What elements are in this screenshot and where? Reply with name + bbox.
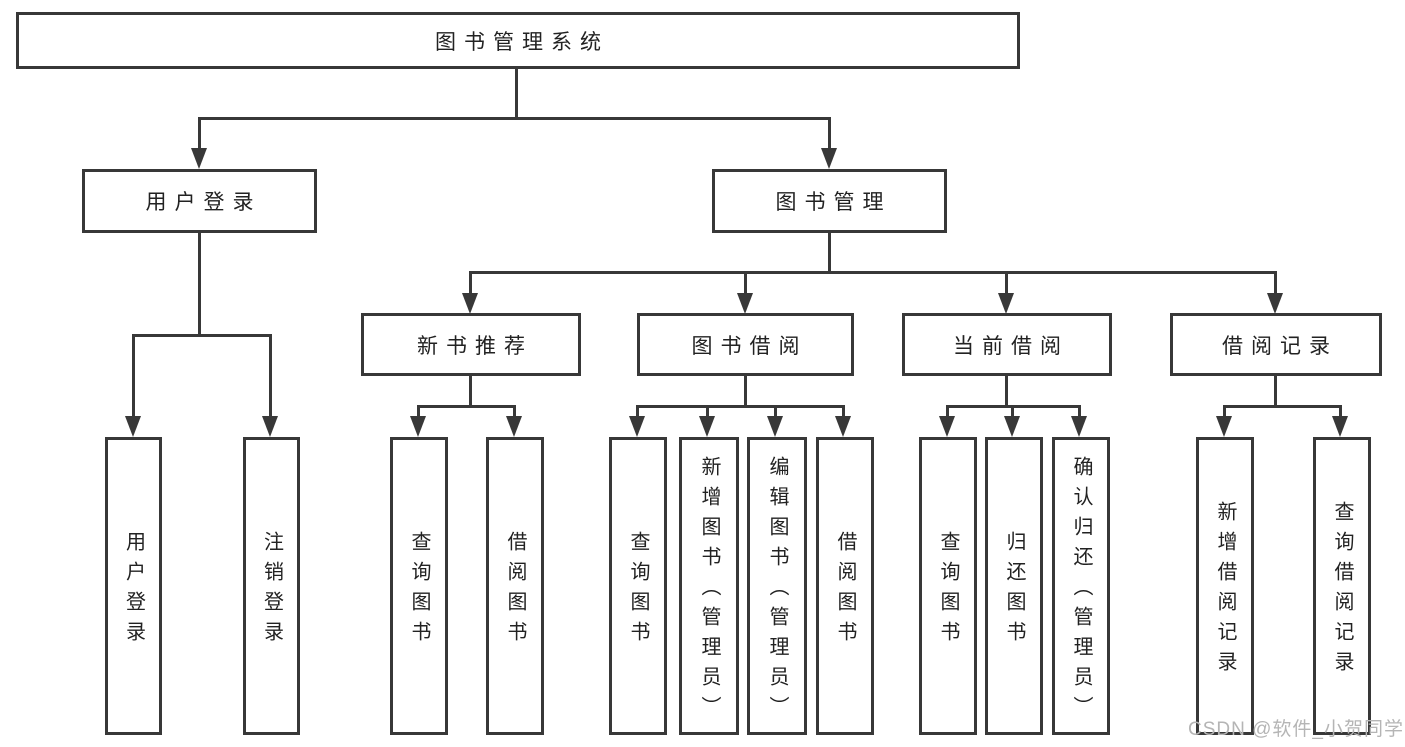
leaf-add-borrow-record: 新增借阅记录 <box>1196 437 1254 735</box>
arrowhead-down-icon <box>699 416 715 437</box>
leaf-query-books-borrow: 查询图书 <box>609 437 667 735</box>
node-label: 图书借阅 <box>691 334 808 358</box>
node-label: 确认归还（管理员） <box>1070 456 1092 726</box>
arrowhead-down-icon <box>939 416 955 437</box>
csdn-watermark: CSDN @软件_小贺同学 <box>1188 719 1404 740</box>
connector-vline <box>198 117 201 149</box>
arrowhead-down-icon <box>821 148 837 169</box>
connector-vline <box>1011 405 1014 417</box>
node-label: 图书管理系统 <box>435 30 609 54</box>
node-label: 注销登录 <box>260 531 283 651</box>
connector-vline <box>1339 405 1342 417</box>
node-label: 归还图书 <box>1003 531 1025 651</box>
connector-hline <box>469 271 1277 274</box>
connector-vline <box>744 271 747 294</box>
arrowhead-down-icon <box>998 293 1014 314</box>
node-label: 用户登录 <box>145 191 262 214</box>
node-label: 用户登录 <box>122 531 145 651</box>
node-library-system: 图书管理系统 <box>16 12 1020 69</box>
connector-vline <box>513 405 516 417</box>
connector-vline <box>774 405 777 417</box>
arrowhead-down-icon <box>462 293 478 314</box>
connector-vline <box>469 271 472 294</box>
connector-vline <box>946 405 949 417</box>
arrowhead-down-icon <box>262 416 278 437</box>
node-borrow-records: 借阅记录 <box>1170 313 1382 376</box>
leaf-query-borrow-record: 查询借阅记录 <box>1313 437 1371 735</box>
arrowhead-down-icon <box>1004 416 1020 437</box>
arrowhead-down-icon <box>506 416 522 437</box>
leaf-confirm-return-admin: 确认归还（管理员） <box>1052 437 1110 735</box>
leaf-edit-books-admin: 编辑图书（管理员） <box>747 437 807 735</box>
leaf-query-books-new: 查询图书 <box>390 437 448 735</box>
node-user-login: 用户登录 <box>82 169 317 233</box>
node-book-management: 图书管理 <box>712 169 947 233</box>
node-label: 编辑图书（管理员） <box>766 456 788 726</box>
node-new-book-recommend: 新书推荐 <box>361 313 581 376</box>
arrowhead-down-icon <box>767 416 783 437</box>
connector-vline <box>636 405 639 417</box>
connector-vline <box>1005 271 1008 294</box>
connector-vline <box>842 405 845 417</box>
node-current-borrowing: 当前借阅 <box>902 313 1112 376</box>
connector-vline <box>744 376 747 408</box>
node-label: 新增图书（管理员） <box>698 456 720 726</box>
arrowhead-down-icon <box>191 148 207 169</box>
arrowhead-down-icon <box>1267 293 1283 314</box>
connector-vline <box>198 233 201 337</box>
node-book-borrowing: 图书借阅 <box>637 313 854 376</box>
connector-vline <box>828 117 831 149</box>
leaf-borrow-books: 借阅图书 <box>816 437 874 735</box>
connector-vline <box>269 334 272 417</box>
arrowhead-down-icon <box>1071 416 1087 437</box>
arrowhead-down-icon <box>1332 416 1348 437</box>
connector-vline <box>1274 376 1277 408</box>
arrowhead-down-icon <box>737 293 753 314</box>
leaf-return-books: 归还图书 <box>985 437 1043 735</box>
arrowhead-down-icon <box>1216 416 1232 437</box>
connector-vline <box>515 69 518 119</box>
arrowhead-down-icon <box>125 416 141 437</box>
leaf-user-login: 用户登录 <box>105 437 162 735</box>
node-label: 新增借阅记录 <box>1214 501 1236 681</box>
connector-hline <box>417 405 516 408</box>
node-label: 查询图书 <box>937 531 959 651</box>
node-label: 图书管理 <box>775 191 892 214</box>
node-label: 查询图书 <box>627 531 649 651</box>
leaf-query-books-current: 查询图书 <box>919 437 977 735</box>
node-label: 当前借阅 <box>953 334 1069 358</box>
connector-vline <box>132 334 135 417</box>
connector-hline <box>198 117 831 120</box>
leaf-logout-login: 注销登录 <box>243 437 300 735</box>
node-label: 新书推荐 <box>417 334 533 358</box>
connector-vline <box>1078 405 1081 417</box>
node-label: 查询借阅记录 <box>1331 501 1353 681</box>
arrowhead-down-icon <box>835 416 851 437</box>
connector-vline <box>469 376 472 408</box>
connector-vline <box>706 405 709 417</box>
connector-hline <box>1223 405 1342 408</box>
connector-vline <box>417 405 420 417</box>
connector-vline <box>1005 376 1008 408</box>
connector-vline <box>828 233 831 274</box>
connector-vline <box>1274 271 1277 294</box>
node-label: 借阅记录 <box>1222 334 1338 358</box>
leaf-borrow-books-new: 借阅图书 <box>486 437 544 735</box>
arrowhead-down-icon <box>410 416 426 437</box>
node-label: 查询图书 <box>408 531 430 651</box>
connector-hline <box>636 405 845 408</box>
node-label: 借阅图书 <box>504 531 526 651</box>
leaf-add-books-admin: 新增图书（管理员） <box>679 437 739 735</box>
connector-vline <box>1223 405 1226 417</box>
node-label: 借阅图书 <box>834 531 856 651</box>
arrowhead-down-icon <box>629 416 645 437</box>
connector-hline <box>132 334 272 337</box>
